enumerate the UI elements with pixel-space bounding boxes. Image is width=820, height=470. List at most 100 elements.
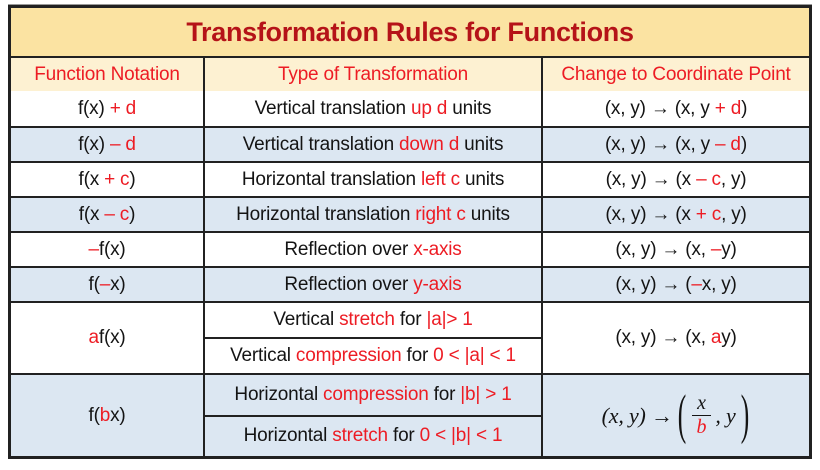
- cell-coordinate-change: (x, y) → (x, y – d): [543, 128, 809, 161]
- table-title: Transformation Rules for Functions: [186, 16, 634, 47]
- table-row: –f(x)Reflection over x-axis(x, y) → (x, …: [11, 231, 809, 266]
- text-segment: for: [401, 345, 434, 366]
- header-function-notation: Function Notation: [11, 58, 205, 91]
- cell-function-notation: f(x) + d: [11, 91, 205, 126]
- math-suffix: , y: [715, 402, 736, 428]
- text-segment: for: [428, 383, 461, 405]
- text-segment: , y): [720, 168, 747, 190]
- text-segment: f(x): [98, 327, 126, 348]
- text-segment: f(: [88, 273, 100, 295]
- text-segment: Reflection over: [284, 273, 414, 295]
- text-segment: (x, y) → (x, y: [604, 97, 715, 119]
- text-segment: f(: [88, 404, 100, 426]
- text-segment: – c: [696, 168, 721, 190]
- text-segment: ): [129, 203, 136, 225]
- text-segment: (x, y) → (x,: [615, 238, 711, 260]
- text-segment: left c: [421, 168, 460, 190]
- cell-transformation-type: Horizontal translation left c units: [205, 163, 543, 196]
- text-segment: f(x): [98, 238, 126, 260]
- text-segment: x): [110, 273, 126, 295]
- transformation-sub-row: Vertical stretch for |a|> 1: [205, 303, 541, 337]
- fraction-denominator: b: [696, 416, 707, 438]
- text-segment: + c: [104, 168, 130, 190]
- table-header-row: Function Notation Type of Transformation…: [11, 56, 809, 91]
- transformation-rules-table: Transformation Rules for Functions Funct…: [8, 5, 812, 459]
- text-segment: compression: [295, 345, 402, 366]
- text-segment: – c: [104, 203, 130, 225]
- text-segment: y-axis: [413, 273, 462, 295]
- text-segment: stretch: [332, 425, 388, 447]
- table-row: f(x + c)Horizontal translation left c un…: [11, 161, 809, 196]
- text-segment: units: [459, 133, 504, 155]
- text-segment: right c: [415, 203, 466, 225]
- table-row: f(x) + d Vertical translation up d units (…: [11, 91, 809, 126]
- text-segment: a: [710, 327, 722, 348]
- table-row: f(–x)Reflection over y-axis(x, y) → (–x,…: [11, 266, 809, 301]
- text-segment: – d: [714, 133, 741, 155]
- text-segment: y): [721, 238, 737, 260]
- text-segment: compression: [323, 383, 429, 405]
- cell-coordinate-change: (x, y) → (x – c, y): [543, 163, 809, 196]
- cell-function-notation: f(x – c): [11, 198, 205, 231]
- cell-function-notation: –f(x): [11, 233, 205, 266]
- cell-function-notation: f(x) – d: [11, 128, 205, 161]
- text-segment: units: [465, 203, 510, 225]
- cell-coordinate-change: (x, y) → (x + c, y): [543, 198, 809, 231]
- text-segment: 0 < |a| < 1: [433, 345, 516, 366]
- transformation-sub-row: Vertical compression for 0 < |a| < 1: [205, 337, 541, 373]
- text-segment: ): [129, 168, 136, 190]
- text-segment: ): [740, 133, 747, 155]
- transformation-sub-row: Horizontal stretch for 0 < |b| < 1: [205, 414, 541, 457]
- cell-coordinate-change: (x, y) → (–x, y): [543, 268, 809, 301]
- fraction-numerator: x: [692, 393, 711, 416]
- text-segment: x, y): [701, 273, 737, 295]
- text-segment: up d: [410, 97, 448, 119]
- text-segment: + c: [695, 203, 722, 225]
- text-segment: 0 < |b| < 1: [419, 425, 503, 447]
- cell-function-notation: f(x + c): [11, 163, 205, 196]
- header-type-of-transformation: Type of Transformation: [205, 58, 543, 91]
- text-segment: (x, y) → (x,: [615, 327, 711, 348]
- text-segment: ): [741, 97, 748, 119]
- text-segment: Reflection over: [284, 238, 414, 260]
- math-prefix: (x, y) →: [601, 402, 673, 428]
- cell-coordinate-change: (x, y) → (x, y + d): [543, 91, 809, 126]
- text-segment: units: [447, 97, 492, 119]
- text-segment: , y): [721, 203, 747, 225]
- close-paren: ): [740, 384, 749, 446]
- cell-coordinate-change: (x, y) → (x, –y): [543, 233, 809, 266]
- text-segment: |a|> 1: [426, 309, 473, 330]
- cell-function-notation: f(–x): [11, 268, 205, 301]
- text-segment: |b| > 1: [460, 383, 512, 405]
- text-segment: – d: [109, 133, 136, 155]
- text-segment: + d: [109, 97, 137, 119]
- text-segment: Vertical: [230, 345, 296, 366]
- text-segment: (x, y) → (x, y: [605, 133, 715, 155]
- cell-transformation-type: Reflection over x-axis: [205, 233, 543, 266]
- text-segment: Vertical translation: [254, 97, 411, 119]
- text-segment: for: [394, 309, 427, 330]
- table-row: f(x – c)Horizontal translation right c u…: [11, 196, 809, 231]
- text-segment: down d: [399, 133, 460, 155]
- text-segment: Horizontal: [234, 383, 324, 405]
- text-segment: f(x: [78, 168, 105, 190]
- text-segment: x): [110, 404, 126, 426]
- text-segment: b: [99, 404, 111, 426]
- text-segment: Vertical translation: [242, 133, 400, 155]
- cell-transformation-type: Reflection over y-axis: [205, 268, 543, 301]
- text-segment: Horizontal translation: [236, 203, 416, 225]
- cell-transformation-type: Horizontal translation right c units: [205, 198, 543, 231]
- text-segment: x-axis: [413, 238, 462, 260]
- table-title-row: Transformation Rules for Functions: [11, 8, 809, 56]
- text-segment: a: [88, 327, 99, 348]
- text-segment: –: [99, 273, 111, 295]
- text-segment: Horizontal translation: [241, 168, 421, 190]
